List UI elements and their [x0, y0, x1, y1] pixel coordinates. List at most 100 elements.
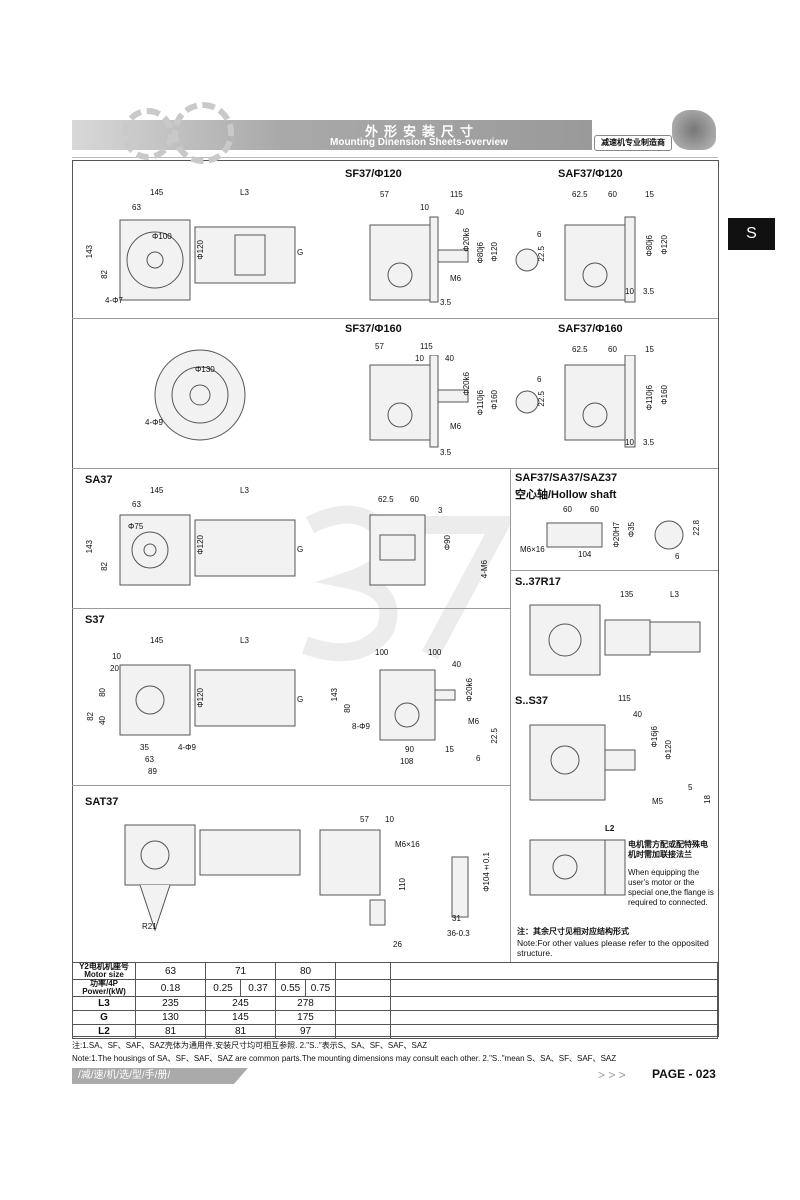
- title-sa37: SA37: [85, 474, 113, 486]
- dim: 63: [145, 755, 154, 764]
- watermark-digit-3: [301, 505, 398, 662]
- hollow-shaft-section-drawing: [654, 520, 684, 550]
- dim: Φ100: [152, 232, 172, 241]
- dim: 36-0.3: [447, 929, 470, 938]
- dim: 60: [590, 505, 599, 514]
- s37-front-drawing: [119, 664, 296, 736]
- title-saf37-160: SAF37/Φ160: [558, 323, 623, 335]
- shaft-key-drawing: [515, 248, 539, 272]
- dim: Φ75: [128, 522, 144, 531]
- power-cn: 功率/4P: [89, 979, 118, 988]
- dim: 145: [150, 636, 164, 645]
- dim: Φ35: [627, 522, 636, 538]
- dim: 10: [420, 203, 429, 212]
- other-note-cn: 注：其余尺寸见相对应结构形式: [517, 927, 629, 936]
- watermark-digit-7: [415, 516, 510, 660]
- cell: 0.55: [275, 979, 306, 997]
- dim: 18: [703, 795, 712, 804]
- other-note-en: Note:For other values please refer to th…: [517, 938, 709, 958]
- dim: 57: [375, 342, 384, 351]
- cell: 81: [135, 1024, 206, 1039]
- flange-note-en: When equipping the user's motor or the s…: [628, 868, 714, 907]
- ss37-drawing: [529, 724, 636, 801]
- dim: 22.5: [537, 391, 546, 407]
- power-en: Power/(kW): [82, 987, 126, 996]
- side-tab: S: [728, 218, 775, 250]
- sa37-front-drawing: [119, 514, 296, 586]
- dim: M6: [450, 274, 462, 283]
- dim: Φ160: [490, 390, 499, 410]
- dim: 145: [150, 188, 164, 197]
- dim: 4-Φ7: [105, 296, 123, 305]
- dim: Φ120: [490, 242, 499, 262]
- dim: L3: [240, 486, 249, 495]
- divider: [510, 468, 511, 962]
- row-label: L3: [72, 996, 136, 1011]
- dim: 6: [476, 754, 481, 763]
- dim: 35: [140, 743, 149, 752]
- cell: 0.25: [205, 979, 241, 997]
- header-banner: [72, 102, 592, 164]
- dim: Φ120: [196, 535, 205, 555]
- dim: 6: [537, 230, 542, 239]
- dim: 82: [86, 712, 95, 721]
- dim: Φ120: [660, 235, 669, 255]
- title-r17: S..37R17: [515, 576, 561, 588]
- dim: Φ110j6: [476, 390, 485, 416]
- cell: [335, 996, 391, 1011]
- dim: 57: [360, 815, 369, 824]
- dim: 135: [620, 590, 634, 599]
- row-label: L2: [72, 1024, 136, 1039]
- dim: 5: [688, 783, 693, 792]
- dim: Φ120: [196, 688, 205, 708]
- page-number: PAGE - 023: [652, 1067, 716, 1081]
- sat37-side-drawing: [319, 829, 386, 926]
- cell: 130: [135, 1010, 206, 1025]
- dim: G: [297, 248, 304, 257]
- cell: 97: [275, 1024, 336, 1039]
- dim: Φ20k6: [462, 228, 471, 252]
- dim: M6×16: [395, 840, 420, 849]
- dim: Φ80j6: [645, 235, 654, 257]
- dim: 6: [537, 375, 542, 384]
- hollow-shaft-drawing: [546, 522, 603, 548]
- cell: [390, 996, 718, 1011]
- watermark-37-graphic: [301, 505, 510, 662]
- dim: 40: [455, 208, 464, 217]
- dim: 3.5: [643, 438, 655, 447]
- dim: 22.5: [490, 728, 499, 744]
- dim: 62.5: [572, 190, 588, 199]
- dim: G: [297, 545, 304, 554]
- dim: 62.5: [378, 495, 394, 504]
- dim: 108: [400, 757, 414, 766]
- title-hollow-shaft: 空心轴/Hollow shaft: [515, 489, 617, 501]
- row-label: G: [72, 1010, 136, 1025]
- dim: 57: [380, 190, 389, 199]
- sa37-side-drawing: [369, 514, 426, 586]
- dim: 110: [398, 878, 407, 891]
- dim: 63: [132, 500, 141, 509]
- dim: 90: [405, 745, 414, 754]
- dim: 143: [85, 245, 94, 259]
- dim: 104: [578, 550, 592, 559]
- dim: 10: [415, 354, 424, 363]
- dim: 40: [633, 710, 642, 719]
- dim: 100: [428, 648, 442, 657]
- dim: 100: [375, 648, 389, 657]
- maker-badge: 减速机专业制造商: [594, 135, 672, 151]
- cell: [390, 979, 718, 997]
- cell: [390, 962, 718, 980]
- cell: [335, 979, 391, 997]
- dim: Φ20H7: [612, 522, 621, 548]
- motor-size-cn: Y2电机机座号: [79, 962, 129, 971]
- dim: 31: [452, 914, 461, 923]
- dim: 115: [420, 342, 433, 351]
- saf160-drawing: [564, 355, 636, 448]
- dim: L3: [240, 636, 249, 645]
- dim: Φ160: [660, 385, 669, 405]
- dim: Φ16j6: [650, 726, 659, 748]
- dim: 82: [100, 270, 109, 279]
- cell: 175: [275, 1010, 336, 1025]
- dim: 89: [148, 767, 157, 776]
